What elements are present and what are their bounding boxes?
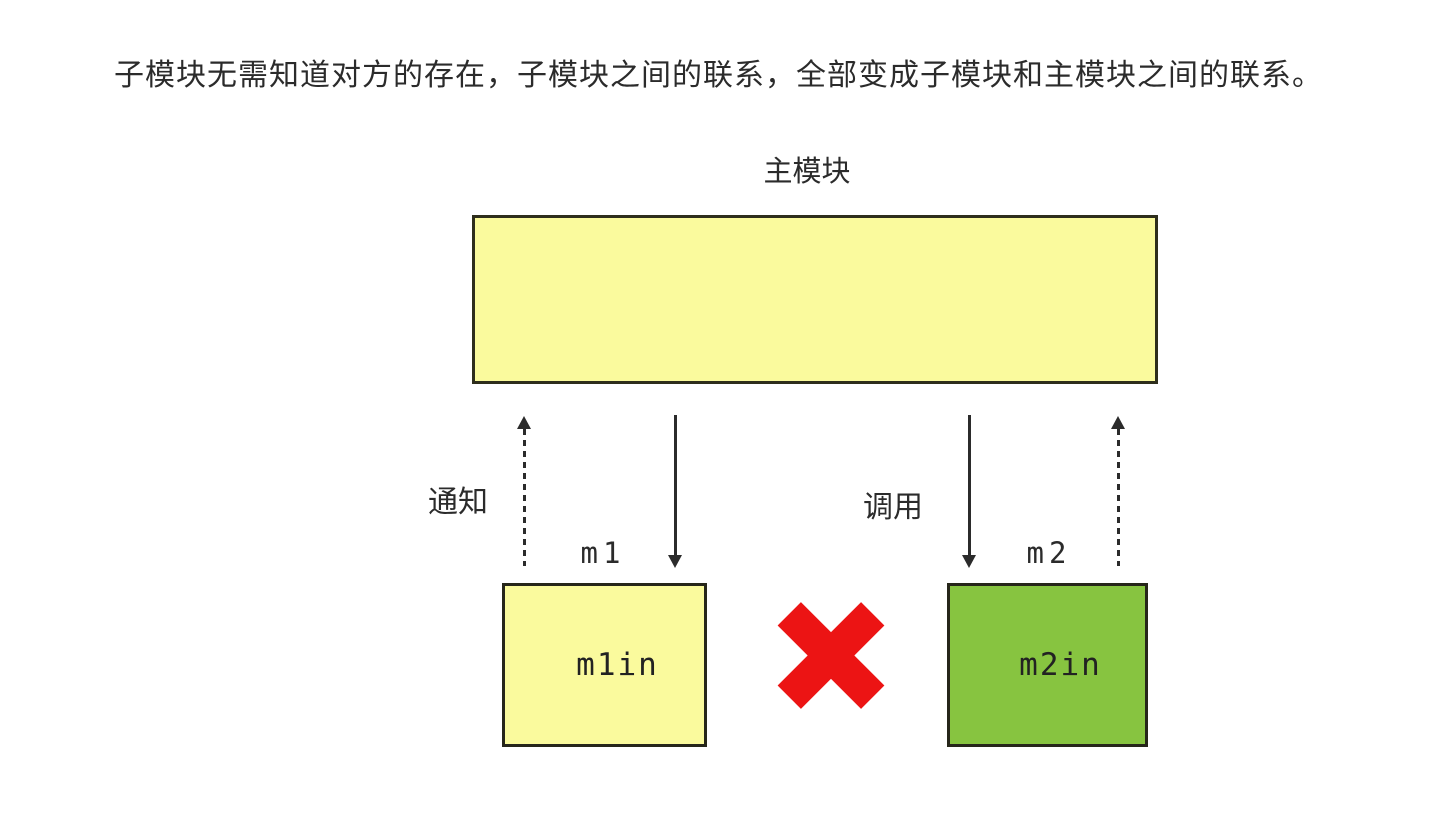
call-link-label: 调用 [863, 491, 923, 524]
submodule-m2-name-label: m2 [1026, 536, 1072, 570]
notify-dashed-up-arrow-icon [516, 416, 532, 566]
red-x-cross-icon [771, 595, 891, 715]
dashed-shaft [522, 429, 526, 566]
submodule-m1-inner-label: m1in [576, 647, 659, 683]
submodule-m2-box: m2in [947, 583, 1148, 747]
main-module-label: 主模块 [763, 156, 851, 188]
arrowhead-up [1111, 416, 1125, 429]
solid-shaft [967, 415, 971, 555]
notify-dashed-up-arrow-icon [1110, 416, 1126, 566]
page-title: 子模块无需知道对方的存在，子模块之间的联系，全部变成子模块和主模块之间的联系。 [114, 59, 1323, 92]
solid-shaft [673, 415, 677, 555]
call-solid-down-arrow-icon [667, 415, 683, 568]
main-module-box [472, 215, 1158, 384]
arrowhead-up [517, 416, 531, 429]
submodule-m2-inner-label: m2in [1019, 647, 1102, 683]
submodule-m1-name-label: m1 [580, 536, 626, 570]
notify-link-label: 通知 [428, 486, 488, 519]
arrowhead-down [668, 555, 682, 568]
dashed-shaft [1116, 429, 1120, 566]
call-solid-down-arrow-icon [961, 415, 977, 568]
arrowhead-down [962, 555, 976, 568]
submodule-m1-box: m1in [502, 583, 707, 747]
